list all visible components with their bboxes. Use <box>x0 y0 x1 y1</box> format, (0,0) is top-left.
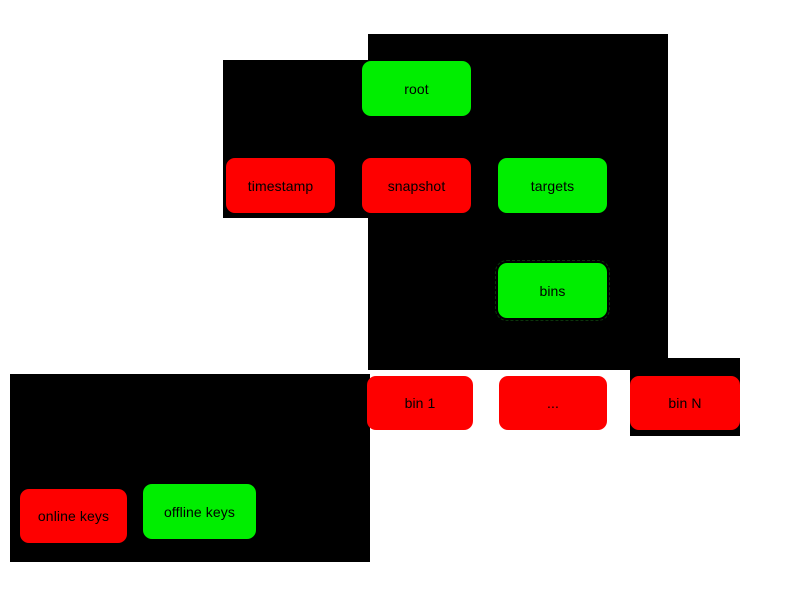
node-label-root: root <box>404 80 429 97</box>
node-label-bins: bins <box>539 282 566 299</box>
node-online-keys[interactable]: online keys <box>20 489 127 543</box>
node-label-snapshot: snapshot <box>387 177 446 194</box>
node-bin-n[interactable]: bin N <box>630 376 740 430</box>
node-bin-1[interactable]: bin 1 <box>367 376 473 430</box>
node-root[interactable]: root <box>362 61 471 116</box>
node-label-targets: targets <box>530 177 575 194</box>
node-bins[interactable]: bins <box>495 260 610 321</box>
node-offline-keys[interactable]: offline keys <box>143 484 256 539</box>
node-label-bin-ellipsis: ... <box>547 395 559 411</box>
node-bin-ellipsis[interactable]: ... <box>499 376 607 430</box>
node-label-timestamp: timestamp <box>247 177 314 194</box>
node-timestamp[interactable]: timestamp <box>226 158 335 213</box>
node-label-bin-1: bin 1 <box>404 395 436 411</box>
node-label-online-keys: online keys <box>37 508 110 524</box>
node-snapshot[interactable]: snapshot <box>362 158 471 213</box>
node-targets[interactable]: targets <box>498 158 607 213</box>
node-label-bin-n: bin N <box>668 395 702 411</box>
node-label-offline-keys: offline keys <box>164 503 235 520</box>
